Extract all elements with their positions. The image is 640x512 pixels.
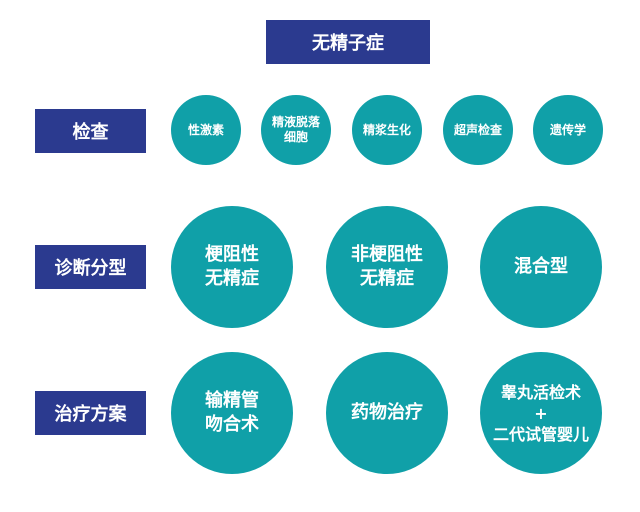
row-label-treatment: 治疗方案 — [35, 391, 146, 435]
exam-node-genetics: 遗传学 — [533, 95, 603, 165]
diagram-title: 无精子症 — [266, 20, 430, 64]
diagnosis-node-mixed: 混合型 — [480, 206, 602, 328]
diagnosis-node-non-obstructive: 非梗阻性 无精症 — [326, 206, 448, 328]
exam-node-ultrasound: 超声检查 — [443, 95, 513, 165]
row-label-exam: 检查 — [35, 109, 146, 153]
exam-node-sex-hormones: 性激素 — [171, 95, 241, 165]
treatment-node-vasovasostomy: 输精管 吻合术 — [171, 352, 293, 474]
treatment-node-biopsy-ivf: 睾丸活检术 + 二代试管婴儿 — [480, 352, 602, 474]
exam-node-seminal-plasma: 精浆生化 — [352, 95, 422, 165]
diagnosis-node-obstructive: 梗阻性 无精症 — [171, 206, 293, 328]
row-label-diagnosis: 诊断分型 — [35, 245, 146, 289]
treatment-node-medication: 药物治疗 — [326, 352, 448, 474]
exam-node-semen-cytology: 精液脱落 细胞 — [261, 95, 331, 165]
